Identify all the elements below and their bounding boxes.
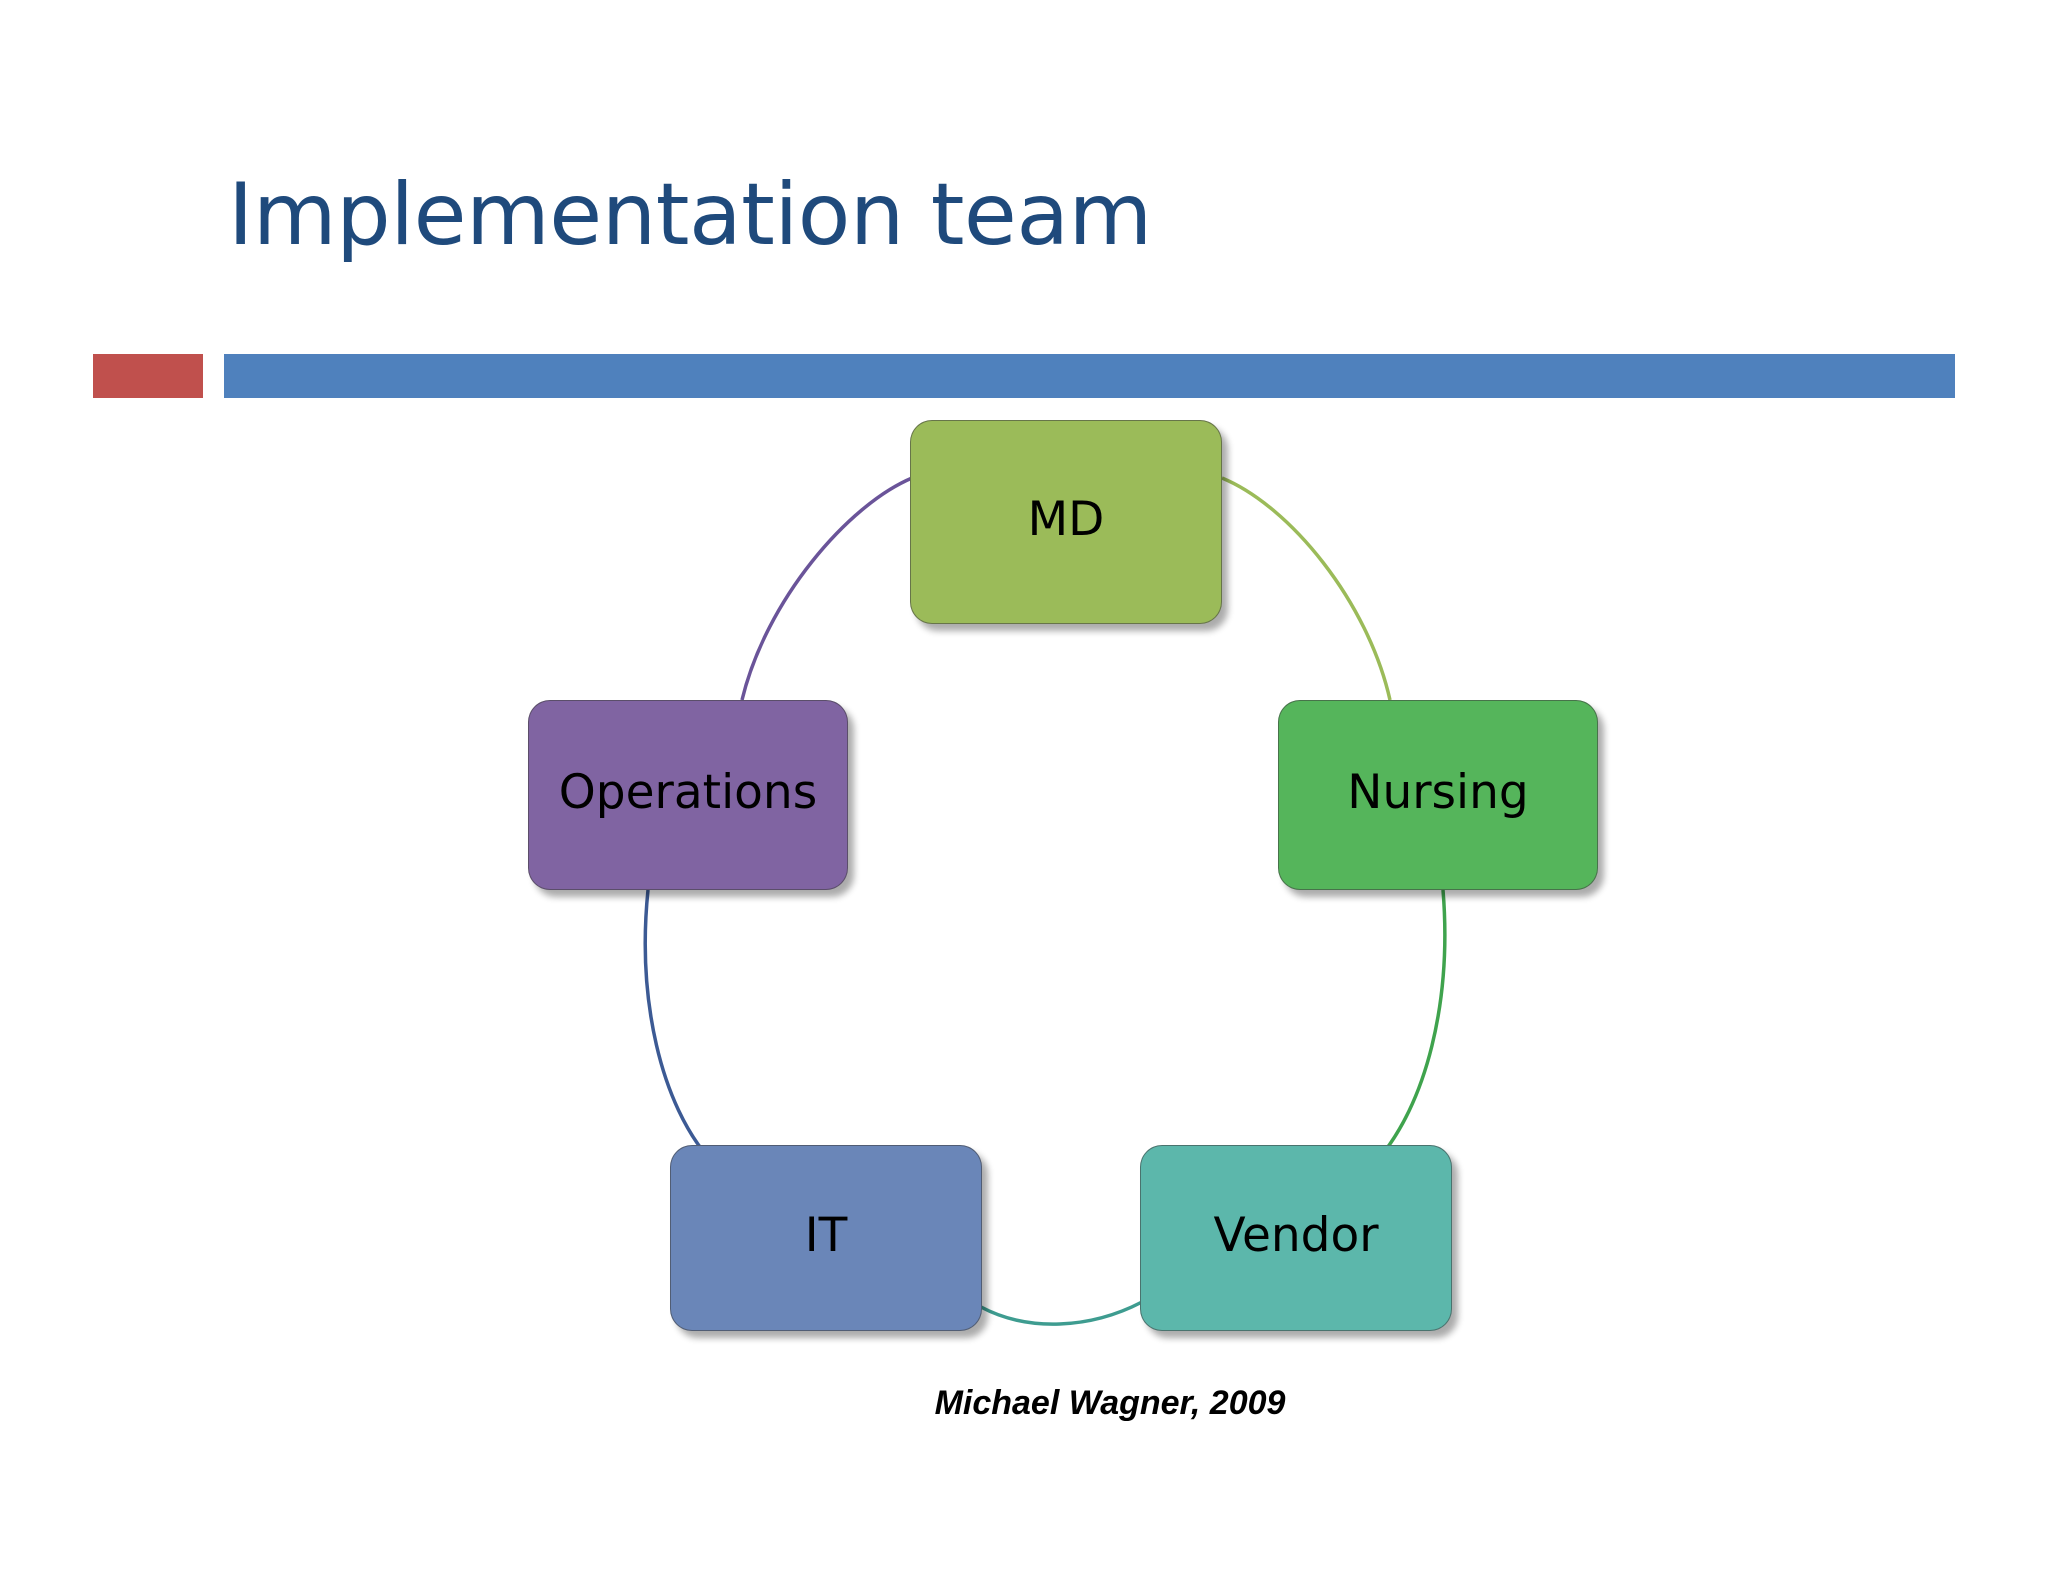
source-caption-text: Michael Wagner, 2009 — [934, 1384, 1286, 1422]
divider-bar — [224, 354, 1955, 398]
arc-vendor-to-it — [980, 1300, 1143, 1326]
source-caption: Michael Wagner, 2009 — [0, 1384, 2048, 1423]
node-nursing[interactable]: Nursing — [1278, 700, 1598, 890]
node-operations[interactable]: Operations — [528, 700, 848, 890]
node-vendor[interactable]: Vendor — [1140, 1145, 1452, 1331]
node-it-label: IT — [804, 1207, 848, 1263]
arc-md-to-nursing — [1221, 476, 1392, 701]
node-vendor-label: Vendor — [1213, 1207, 1379, 1263]
title-divider — [93, 354, 1955, 398]
node-it[interactable]: IT — [670, 1145, 982, 1331]
node-nursing-label: Nursing — [1347, 764, 1529, 820]
node-operations-label: Operations — [558, 764, 818, 820]
page-title: Implementation team — [228, 165, 1152, 265]
arc-operations-to-md — [740, 476, 913, 701]
divider-accent-block — [93, 354, 203, 398]
node-md-label: MD — [1027, 491, 1105, 547]
node-md[interactable]: MD — [910, 420, 1222, 624]
arc-nursing-to-vendor — [1373, 889, 1447, 1165]
arc-it-to-operations — [643, 889, 714, 1164]
